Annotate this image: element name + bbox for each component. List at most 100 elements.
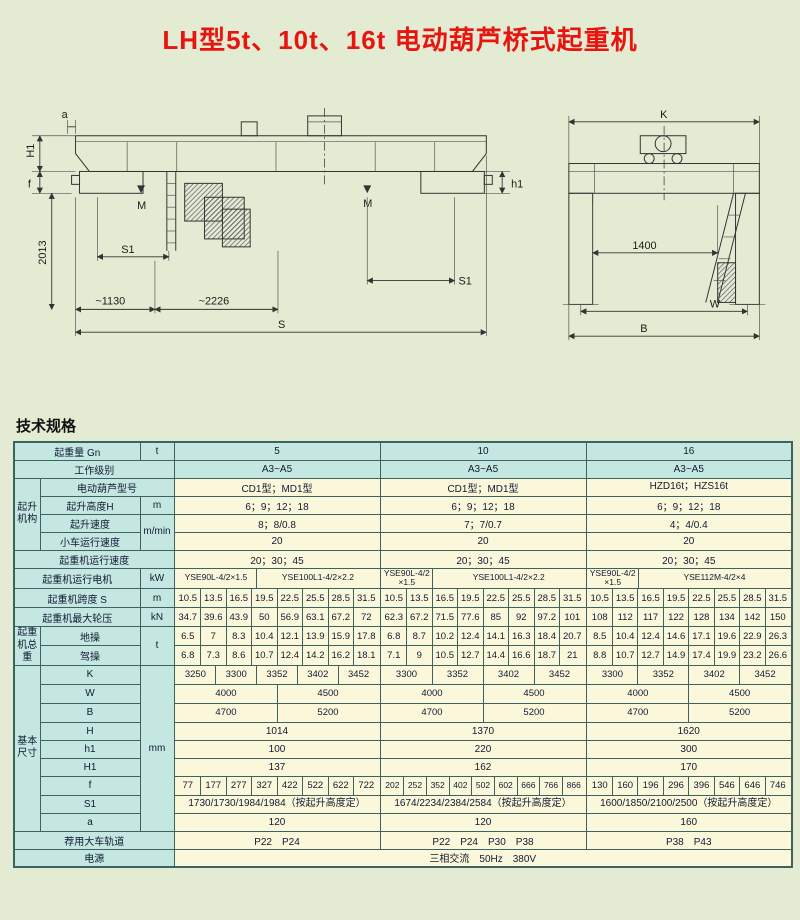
spec-cell: 4；4/0.4 [585,513,793,533]
spec-subcell: 108 [591,611,608,623]
spec-subcell: 296 [662,777,688,795]
trolley-wheel [643,153,655,165]
row-label-H1: H1 [39,757,141,777]
spec-cell: A3~A5 [173,459,381,479]
spec-cell: P38 P43 [585,830,793,850]
spec-subcell: 25.5 [713,589,739,607]
row-label-duty-class: 工作级别 [13,459,175,479]
end-truck-right [420,170,485,194]
spec-subcell: 13.5 [200,589,226,607]
spec-subcell: 17.8 [353,627,379,645]
page-title: LH型5t、10t、16t 电动葫芦桥式起重机 [162,25,638,55]
spec-subcell: 28.5 [327,589,354,607]
spec-subcell: 18.1 [353,646,379,665]
spec-subcell: 12.7 [637,646,662,665]
spec-subcell: 3300 [395,669,418,681]
spec-subcell: 150 [764,608,790,626]
trolley-wheel [671,153,683,165]
spec-subcell: 12.4 [637,627,662,645]
spec-subcell: 85 [482,608,509,626]
spec-cell: CD1型；MD1型 [173,477,381,497]
spec-subcell: 21 [559,646,585,665]
spec-subcell: 77 [182,780,194,792]
spec-subcell: 3352 [431,666,483,684]
spec-subcell: 4000 [421,688,443,700]
spec-subcell: 3352 [256,666,297,684]
spec-subcell: 17.4 [688,646,713,665]
spec-cell: 20；30；45 [173,549,381,569]
row-label-h1: h1 [39,739,141,759]
spec-subcell: 28.5 [739,589,764,607]
spec-subcell: 62.3 [384,611,404,623]
spec-subcell: 10.7 [611,646,637,665]
spec-subcell: 622 [327,777,354,795]
spec-subcell: 502 [471,777,494,795]
spec-cell: 1730/1730/1984/1984（按起升高度定） [173,794,381,814]
spec-subcell: 402 [448,777,472,795]
dim-label-b: B [640,323,647,335]
spec-subcell: 7.3 [200,646,226,665]
spec-subcell: 18.4 [533,627,560,645]
spec-subcell: 134 [713,608,739,626]
group-label-basic-dimensions: 基本尺寸 [13,664,41,832]
spec-subcell: 19.5 [662,589,688,607]
spec-subcell: 25.5 [302,589,328,607]
spec-subcell: 117 [637,608,662,626]
spec-subcell: 422 [276,777,303,795]
unit-cell: kN [139,607,175,628]
spec-cell: 7；7/0.7 [379,513,587,533]
spec-subcell: 3250 [184,669,206,681]
dim-label-w: W [710,298,721,310]
spec-subcell: 746 [764,777,790,795]
spec-subcell: 13.9 [302,627,328,645]
row-label-lifting-height: 起升高度H [39,495,141,515]
spec-subcell: 10.4 [251,627,277,645]
row-label-S1: S1 [39,794,141,814]
spec-cell: 300 [585,739,793,759]
spec-subcell: 31.5 [559,589,585,607]
m-label-left: M [137,200,146,212]
spec-subcell: 8.5 [593,630,607,642]
spec-subcell: 4000 [627,688,649,700]
spec-subcell: 128 [688,608,713,626]
row-label-span: 起重机跨度 S [13,588,141,609]
spec-subcell: 50 [251,608,277,626]
spec-cell: 120 [173,812,381,832]
spec-subcell: 12.7 [457,646,483,665]
spec-cell: 6；9；12；18 [173,495,381,515]
spec-subcell: 8.6 [225,646,252,665]
spec-subcell: 39.6 [200,608,226,626]
dim-label-2013: 2013 [37,240,49,264]
cable-drum [654,135,672,153]
spec-subcell: 77.6 [457,608,483,626]
spec-subcell: 63.1 [302,608,328,626]
dim-label-1130: ~1130 [95,295,125,307]
hatched-column [717,262,736,303]
spec-subcell: 12.4 [276,646,303,665]
m-marker-right [363,185,372,194]
spec-subcell: 160 [611,777,637,795]
spec-subcell: 56.9 [276,608,303,626]
spec-subcell: 16.5 [637,589,662,607]
spec-subcell: 3452 [337,666,379,684]
spec-subcell: 10.5 [178,592,198,604]
spec-subcell: 5200 [688,704,790,722]
group-label-total-weight: 起重机总重 [13,626,41,666]
drawing-end-view: K [562,109,766,341]
spec-subcell: 23.2 [739,646,764,665]
spec-subcell: 646 [739,777,764,795]
